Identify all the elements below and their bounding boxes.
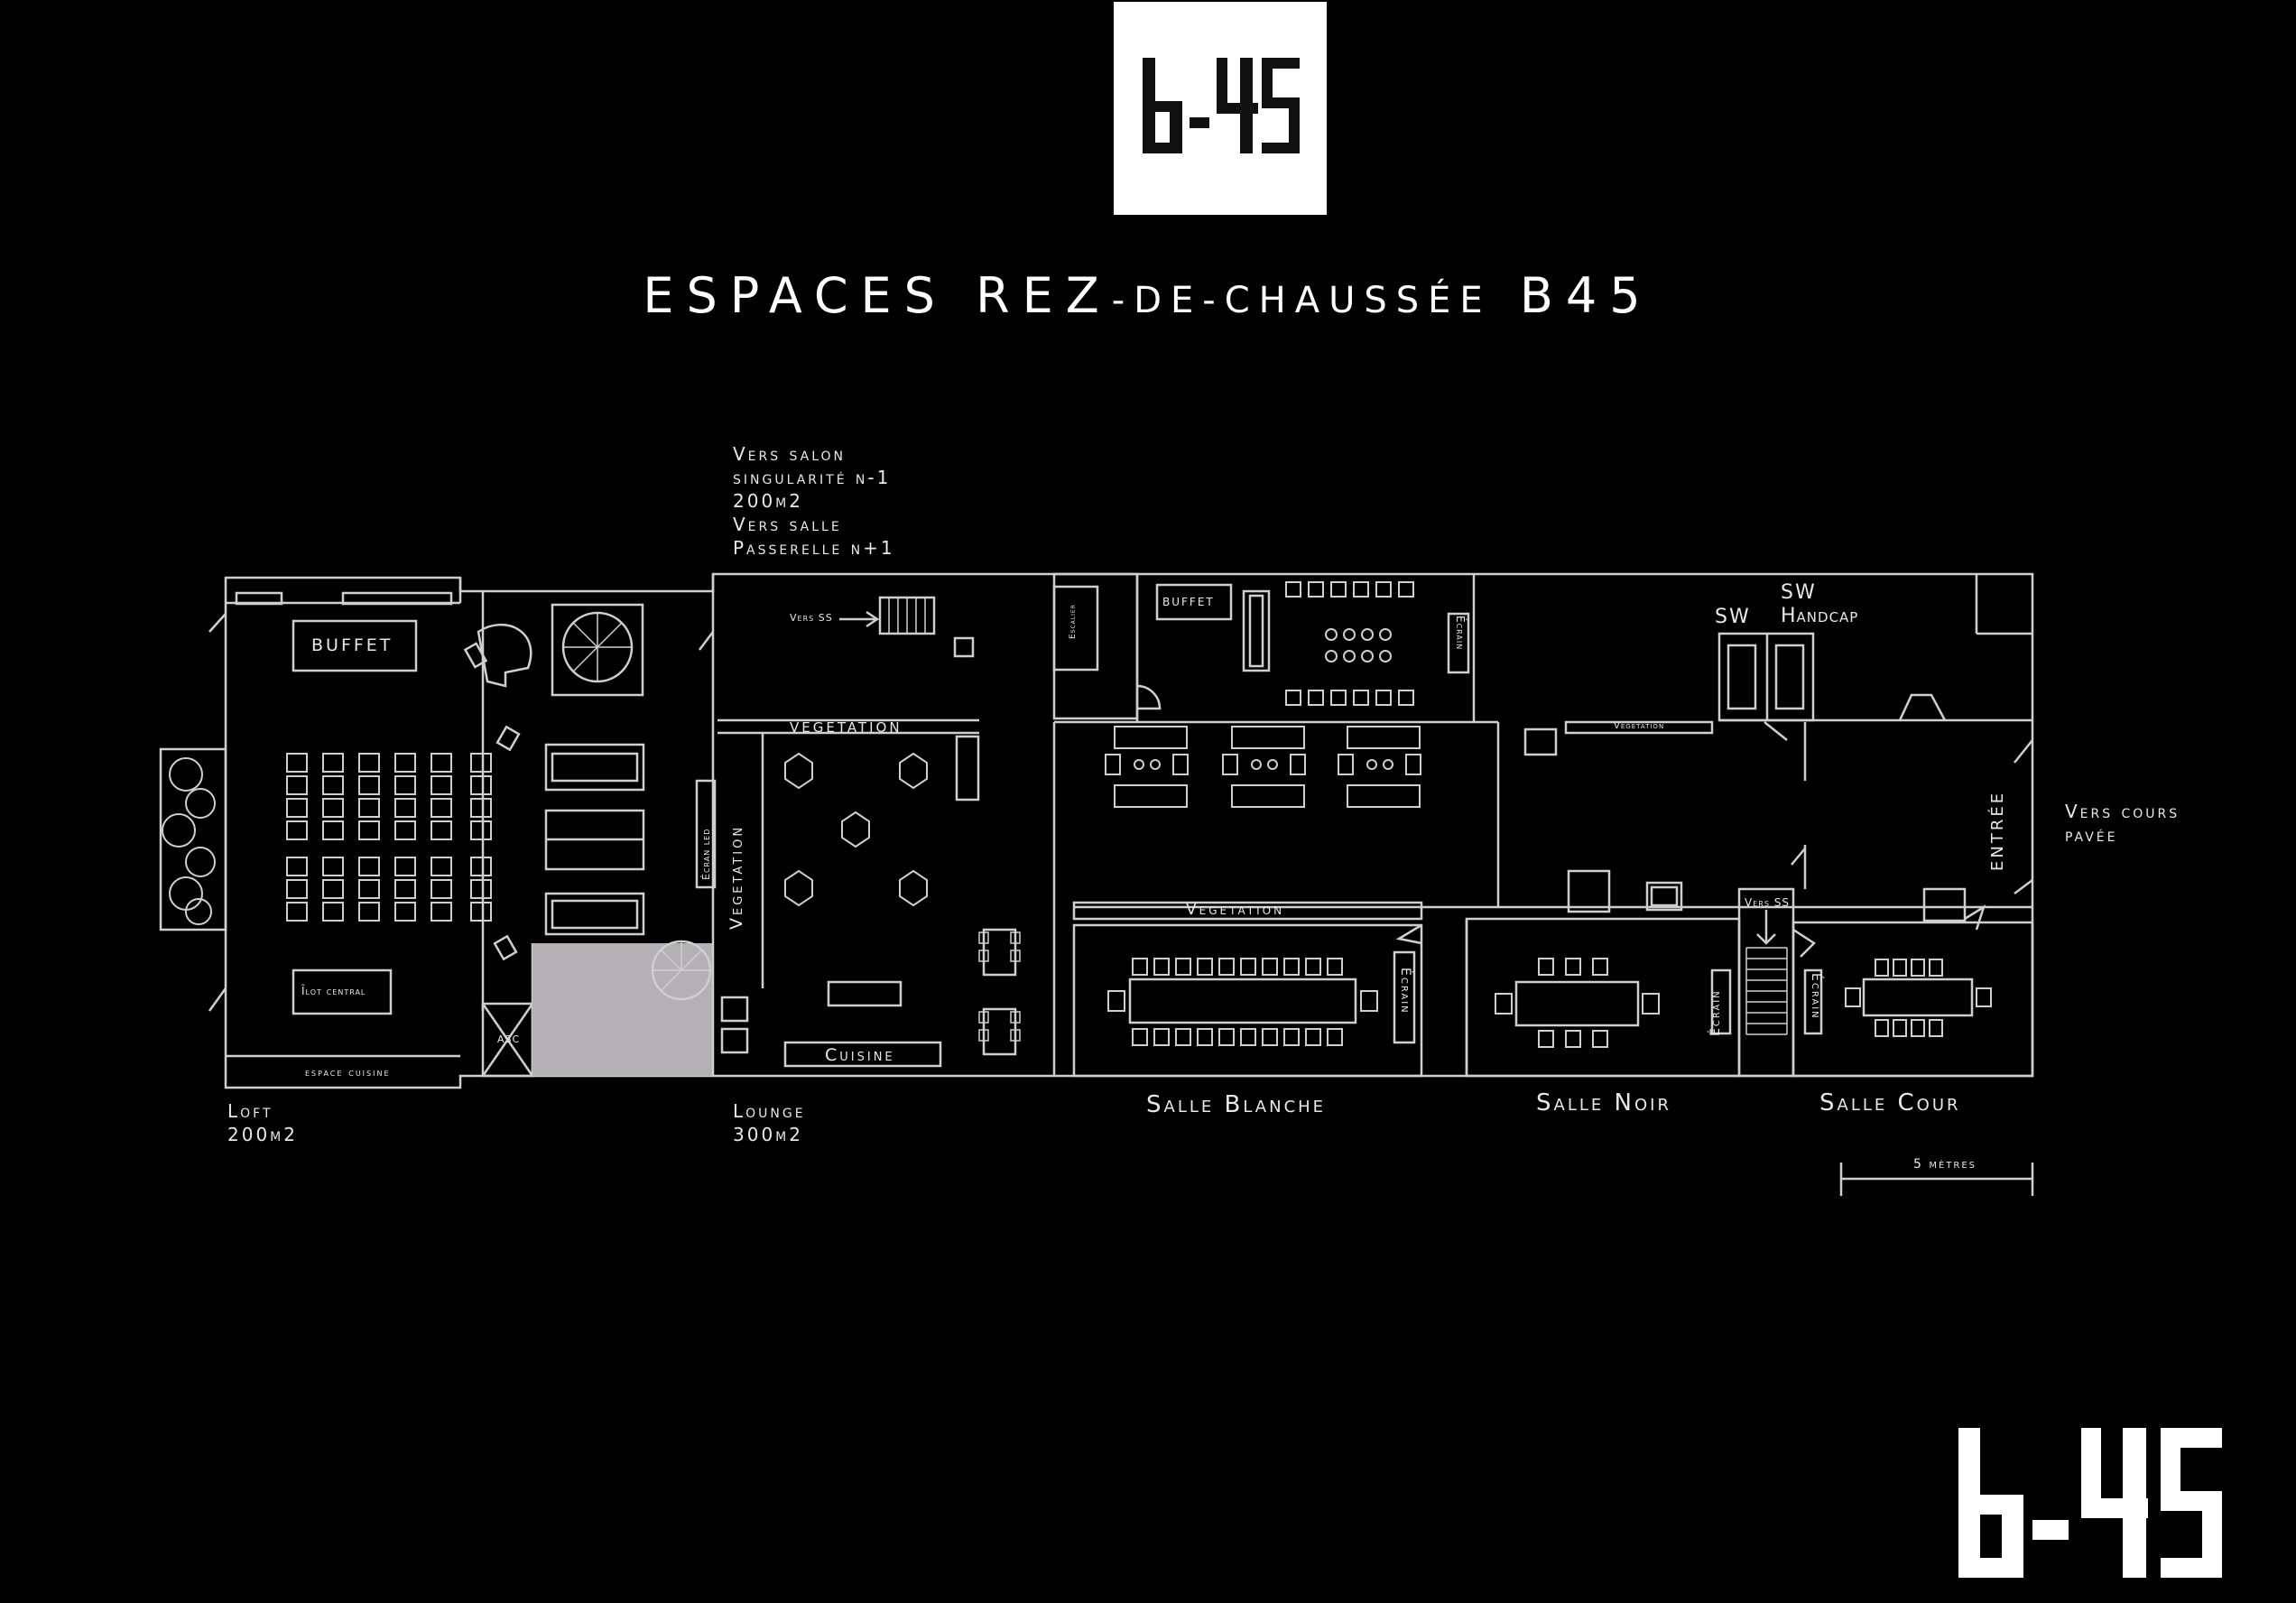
ilot-central-label: Îlot central (301, 985, 366, 997)
buffet-mid-box (1155, 583, 1233, 621)
vegetation-small-box (1564, 720, 1714, 735)
buffet-mid-label: BUFFET (1162, 596, 1215, 608)
salle-noir-room (1465, 917, 1741, 1078)
vegetation-small-label: Vegetation (1614, 721, 1665, 731)
room-label-salle-noir: Salle Noir (1536, 1089, 1671, 1117)
lounge-tables (784, 752, 928, 907)
loft-buffet-label: BUFFET (311, 635, 393, 655)
escalier-label: Escalier (1069, 604, 1078, 639)
ecran-blanche-box (1393, 950, 1416, 1044)
ecran-blanche-label: Écrain (1398, 968, 1412, 1015)
ecran-noir-box (1710, 968, 1732, 1035)
stairs-box (1052, 585, 1099, 672)
sw-handcap-label-2: Handcap (1781, 605, 1859, 627)
espace-cuisine-label: espace cuisine (305, 1066, 391, 1079)
b45-logo-graphic: b-45 (1143, 58, 1300, 210)
ecran-led-label: Écran led (700, 828, 712, 880)
ecran-cour-box (1803, 968, 1823, 1035)
loft-seating (286, 753, 492, 922)
vers-ss-top-label: Vers SS (790, 612, 833, 624)
entree-label: ENTRÉE (1988, 790, 2007, 871)
vegetation-top-label: VEGETATION (790, 719, 903, 736)
ilot-central-box (292, 968, 393, 1015)
sw-label: SW (1715, 606, 1751, 628)
salle-cour-room (1791, 921, 2034, 1078)
ecran-cour-label: Écrain (1809, 973, 1823, 1020)
room-label-salle-blanche: Salle Blanche (1146, 1091, 1327, 1118)
lounge-cuisine-box (783, 1041, 942, 1068)
vegetation-blanche-label: Vegetation (1186, 901, 1285, 919)
grey-zone (532, 943, 713, 1076)
asc-label: ASC (497, 1033, 521, 1045)
ecran-noir-label: Écrain (1708, 989, 1723, 1036)
vegetation-side-label: Vegetation (727, 824, 746, 930)
svg-text:b-45: b-45 (1219, 208, 1222, 210)
cuisine-label: Cuisine (825, 1045, 895, 1065)
page-title: ESPACES REZ-de-chaussée B45 (643, 267, 1653, 324)
ecran-1-label: Écrain (1454, 616, 1467, 651)
brand-logo-bottom (1931, 1408, 2247, 1598)
sw-handcap-label-1: SW (1781, 581, 1817, 604)
b45-logo-graphic-large (1958, 1428, 2222, 1578)
scale-label: 5 mètres (1913, 1157, 1977, 1172)
ecran-1-box (1447, 612, 1470, 674)
loft-buffet-box (292, 619, 418, 672)
brand-logo-top: b-45 (1114, 2, 1327, 215)
vers-ss-right-label: Vers SS (1745, 896, 1790, 909)
salle-blanche-room (1072, 923, 1423, 1078)
led-screen-box (695, 779, 717, 889)
room-label-salle-cour: Salle Cour (1819, 1089, 1961, 1117)
